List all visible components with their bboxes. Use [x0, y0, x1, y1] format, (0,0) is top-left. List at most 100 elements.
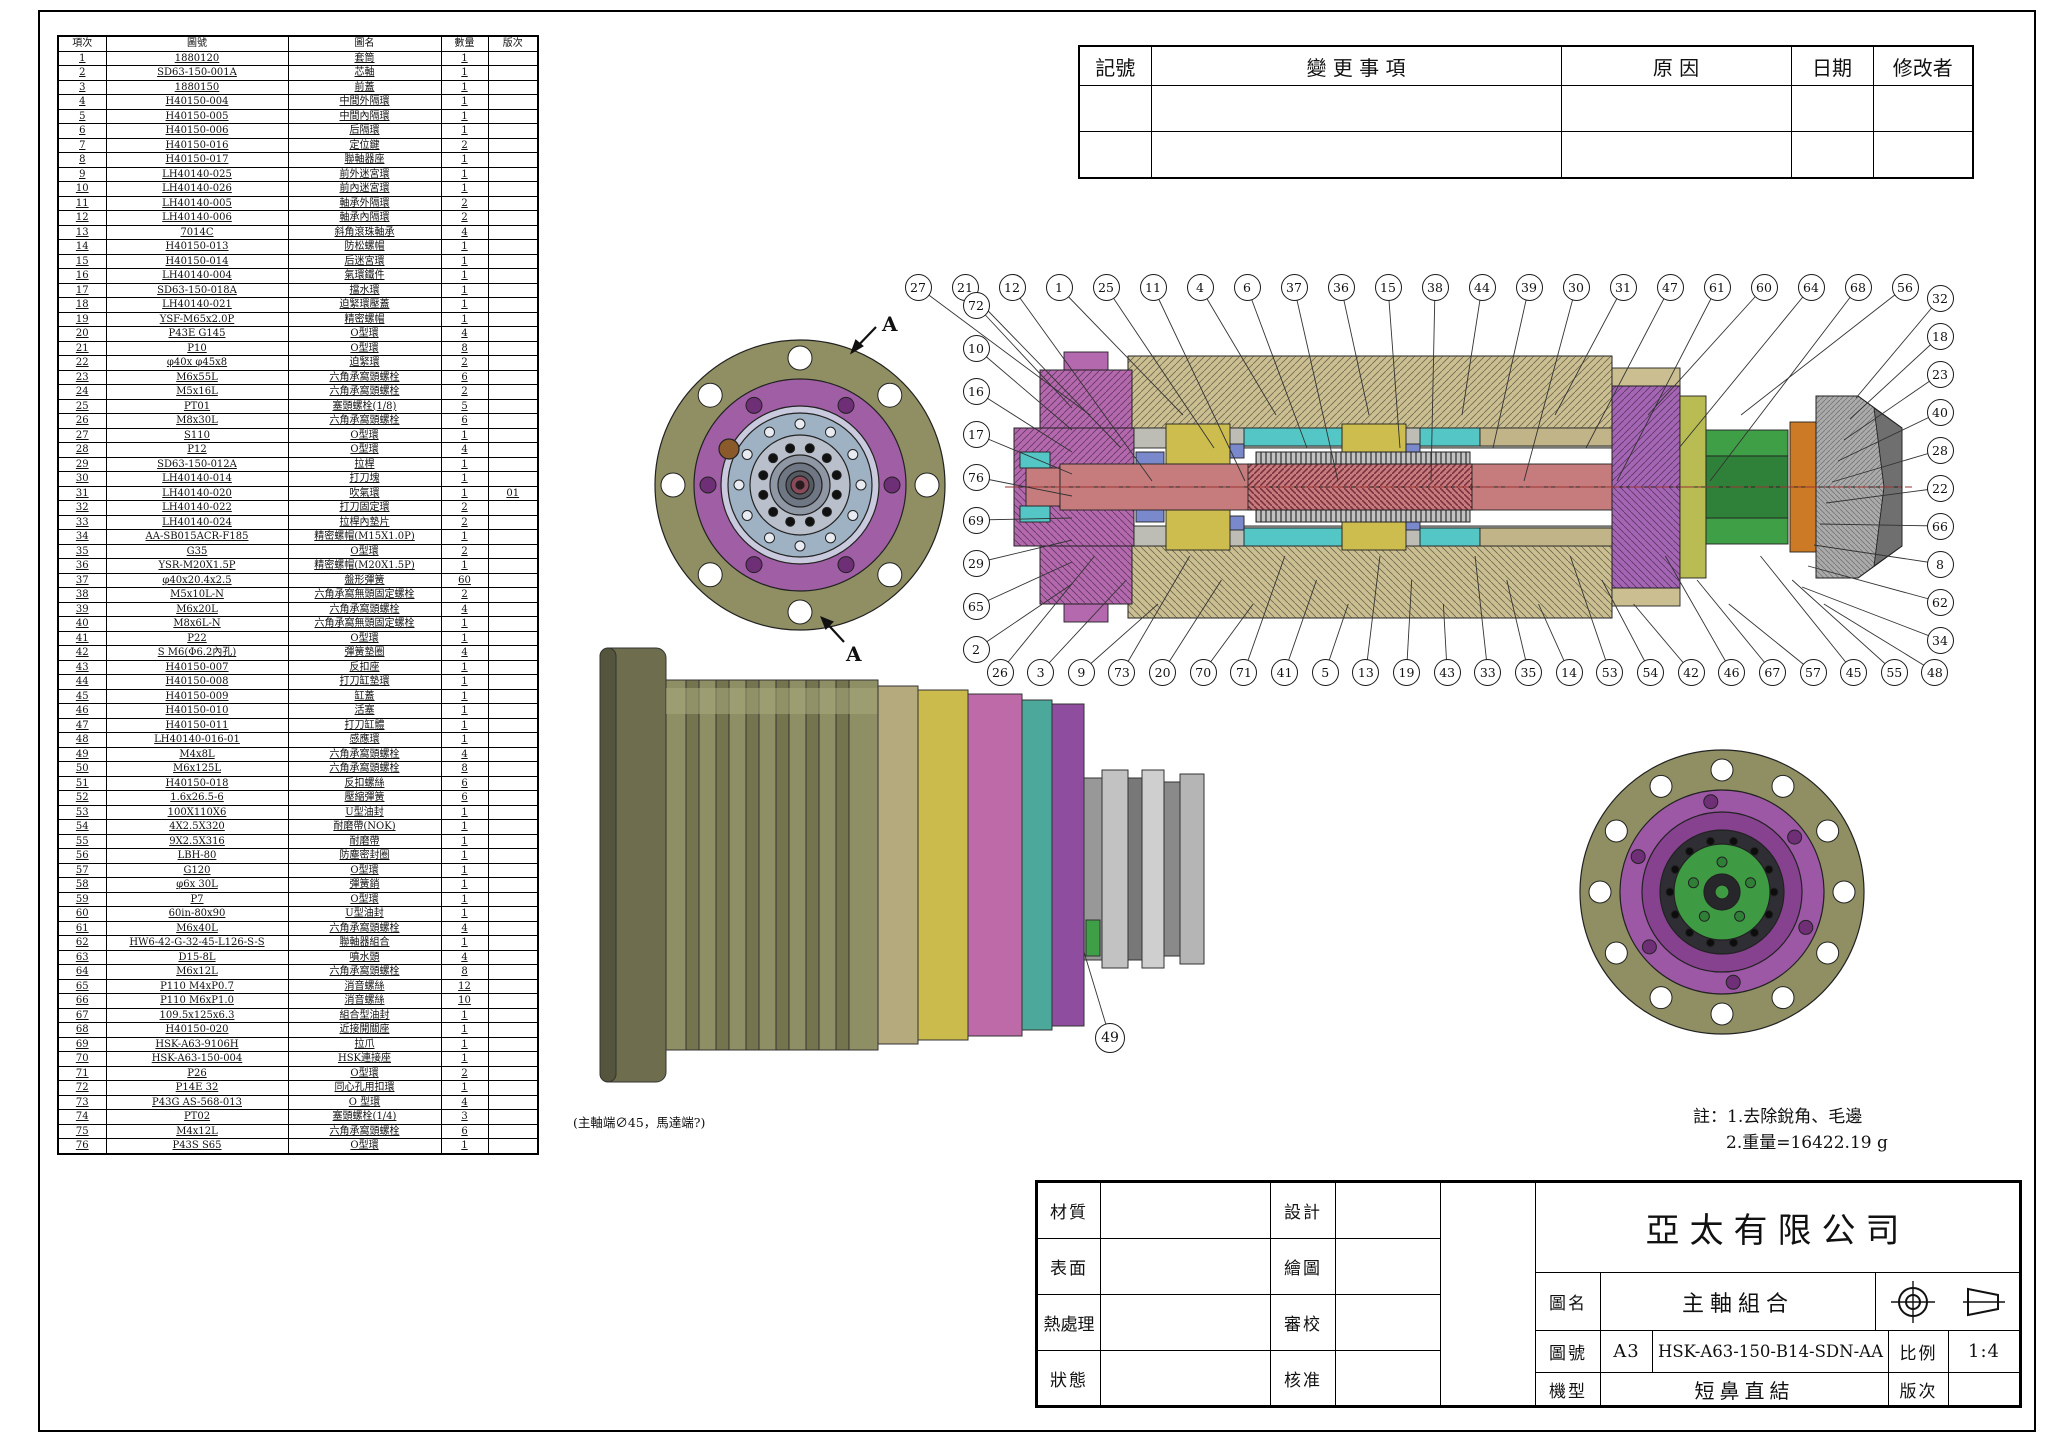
balloon-23: 23: [1926, 360, 1954, 388]
balloon-46: 46: [1718, 658, 1746, 686]
revision-header-row: 記號 變 更 事 項 原 因 日期 修改者: [1078, 45, 1974, 86]
revision-table-body: [1078, 85, 1974, 179]
balloon-1: 1: [1045, 273, 1073, 301]
rev-col-date: 日期: [1790, 45, 1874, 86]
balloon-22: 22: [1926, 474, 1954, 502]
balloon-13: 13: [1352, 658, 1380, 686]
section-view-top-half: [1013, 351, 1903, 488]
balloon-56: 56: [1891, 273, 1919, 301]
title-block: 材質 表面 熱處理 狀態 設計 繪圖 審校 核准 亞太有限公司 圖名 主軸組合: [1035, 1180, 2022, 1408]
balloon-16: 16: [962, 377, 990, 405]
balloon-45: 45: [1840, 658, 1868, 686]
rev-col-reason: 原 因: [1560, 45, 1792, 86]
rev-col-mark: 記號: [1078, 45, 1152, 86]
balloon-28: 28: [1926, 436, 1954, 464]
balloon-26: 26: [986, 658, 1014, 686]
rear-view: [1579, 749, 1865, 1035]
balloon-68: 68: [1844, 273, 1872, 301]
section-label-a-top: A: [882, 312, 898, 336]
section-cut-marks: [820, 326, 877, 643]
third-angle-projection-icon: [1890, 1280, 2005, 1323]
balloon-11: 11: [1139, 273, 1167, 301]
col-rev: 版次: [487, 35, 539, 52]
model-name: 短鼻直結: [1600, 1372, 1889, 1406]
balloon-54: 54: [1636, 658, 1664, 686]
front-view: [654, 339, 946, 631]
revision-table: 記號 變 更 事 項 原 因 日期 修改者: [1078, 45, 1974, 179]
balloon-14: 14: [1555, 658, 1583, 686]
balloon-15: 15: [1374, 273, 1402, 301]
note-line2: 2.重量=16422.19 g: [1726, 1133, 1888, 1153]
sheet-border-frame: [38, 10, 2036, 1432]
balloon-44: 44: [1468, 273, 1496, 301]
balloon-17: 17: [962, 420, 990, 448]
col-qty: 數量: [440, 35, 489, 52]
balloon-2: 2: [962, 635, 990, 663]
balloon-73: 73: [1108, 658, 1136, 686]
iso-annotation: (主軸端∅45，馬達端?): [573, 1115, 706, 1130]
section-label-a-bottom: A: [846, 642, 862, 666]
balloon-57: 57: [1799, 658, 1827, 686]
balloon-72: 72: [962, 291, 990, 319]
balloon-47: 47: [1656, 273, 1684, 301]
balloon-10: 10: [962, 334, 990, 362]
iso-view: [599, 647, 1205, 1083]
balloon-37: 37: [1280, 273, 1308, 301]
revision-row: [1078, 131, 1974, 179]
col-name: 圖名: [287, 35, 442, 52]
revision-row: [1078, 85, 1974, 132]
balloon-55: 55: [1880, 658, 1908, 686]
balloon-53: 53: [1596, 658, 1624, 686]
balloon-8: 8: [1926, 550, 1954, 578]
balloon-71: 71: [1230, 658, 1258, 686]
balloon-62: 62: [1926, 588, 1954, 616]
balloon-33: 33: [1474, 658, 1502, 686]
balloon-27: 27: [904, 273, 932, 301]
balloon-30: 30: [1562, 273, 1590, 301]
balloon-70: 70: [1189, 658, 1217, 686]
